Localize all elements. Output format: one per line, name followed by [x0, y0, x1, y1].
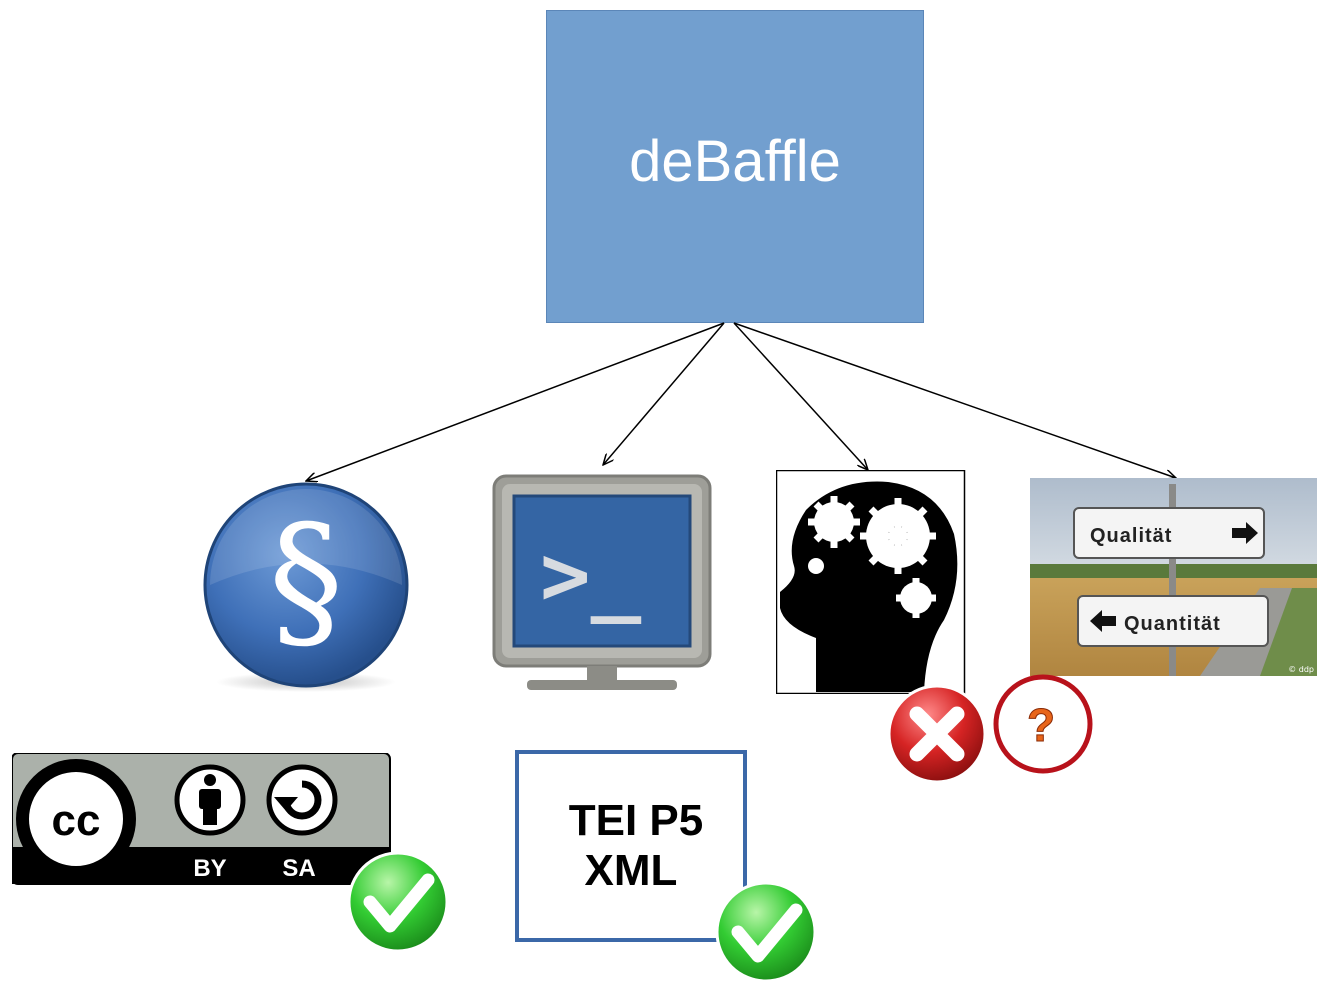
cc-mark-text: cc: [52, 796, 101, 845]
question-glyph: ?: [1027, 699, 1055, 751]
question-icon: ?: [993, 674, 1093, 774]
check-icon: [715, 881, 817, 983]
terminal-prompt-glyph: >_: [540, 526, 642, 624]
terminal-monitor-icon: >_: [492, 474, 712, 690]
photo-credit: © ddp: [1288, 665, 1314, 674]
arrow-to-software: [603, 322, 725, 465]
section-sign-glyph: §: [269, 494, 344, 668]
by-label: BY: [193, 855, 226, 882]
root-node-label: deBaffle: [629, 129, 841, 194]
tei-format-box: TEI P5 XML: [515, 750, 747, 942]
tei-format-line-1: TEI P5: [568, 796, 704, 845]
sign-top-text: Qualität: [1090, 525, 1172, 547]
arrow-to-knowledge: [733, 322, 868, 470]
section-sign-icon: §: [203, 482, 409, 692]
creative-commons-by-sa-icon: cc BY SA: [12, 753, 391, 885]
cross-icon: [887, 684, 987, 784]
root-node: deBaffle: [546, 10, 924, 323]
head-gears-icon: [776, 470, 966, 694]
signpost-photo: Qualität Quantität © ddp: [1030, 478, 1317, 676]
arrow-to-quality: [733, 322, 1176, 478]
sa-label: SA: [282, 855, 315, 882]
arrow-to-legal: [306, 322, 725, 481]
tei-format-line-2: XML: [584, 846, 678, 895]
check-icon: [347, 851, 449, 953]
sign-bottom-text: Quantität: [1124, 613, 1221, 635]
